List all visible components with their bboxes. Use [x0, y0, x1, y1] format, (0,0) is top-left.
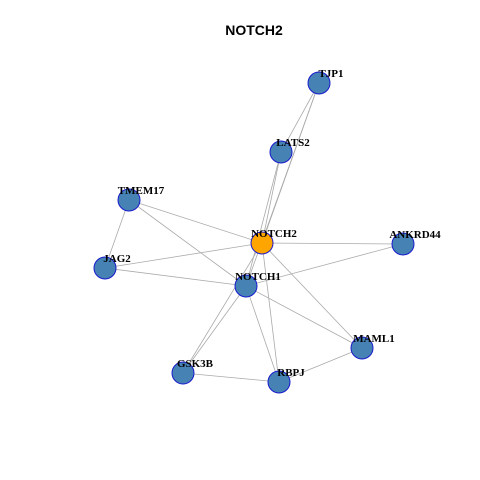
edge-jag2-notch1 [104, 267, 247, 287]
node-label-notch2: NOTCH2 [251, 228, 297, 240]
edge-notch1-ankrd44 [245, 243, 404, 287]
node-lats2[interactable] [269, 140, 293, 164]
node-ankrd44[interactable] [391, 232, 415, 256]
edge-notch2-gsk3b [182, 242, 263, 374]
edge-gsk3b-rbpj [182, 372, 280, 383]
node-tmem17[interactable] [117, 188, 141, 212]
edge-notch2-rbpj [261, 242, 280, 383]
node-rbpj[interactable] [267, 370, 291, 394]
node-label-maml1: MAML1 [353, 333, 395, 345]
node-label-tjp1: TJP1 [318, 68, 343, 80]
node-layer [93, 71, 415, 394]
edge-tmem17-jag2 [104, 199, 130, 269]
node-label-lats2: LATS2 [276, 137, 310, 149]
node-label-ankrd44: ANKRD44 [389, 229, 441, 241]
node-label-jag2: JAG2 [103, 253, 131, 265]
edge-tjp1-notch1 [245, 82, 320, 287]
edge-jag2-notch2 [104, 242, 263, 269]
edge-tmem17-notch1 [128, 199, 247, 287]
edge-tjp1-lats2 [280, 82, 320, 153]
edge-layer [104, 82, 404, 383]
node-tjp1[interactable] [307, 71, 331, 95]
edge-notch2-maml1 [261, 242, 363, 349]
node-maml1[interactable] [350, 336, 374, 360]
node-gsk3b[interactable] [171, 361, 195, 385]
edge-lats2-notch2 [261, 151, 282, 244]
node-label-rbpj: RBPJ [277, 367, 305, 379]
edge-tmem17-notch2 [128, 199, 263, 244]
diagram-title: NOTCH2 [225, 22, 283, 38]
node-label-gsk3b: GSK3B [177, 358, 214, 370]
node-jag2[interactable] [93, 256, 117, 280]
edge-notch1-gsk3b [182, 285, 247, 374]
edge-notch2-ankrd44 [261, 242, 404, 245]
edge-notch1-maml1 [245, 285, 363, 349]
edge-notch1-rbpj [245, 285, 280, 383]
node-label-notch1: NOTCH1 [235, 271, 281, 283]
node-notch2[interactable] [250, 231, 274, 255]
edge-maml1-rbpj [278, 347, 363, 383]
edge-lats2-notch1 [245, 151, 282, 287]
node-notch1[interactable] [234, 274, 258, 298]
node-label-tmem17: TMEM17 [118, 185, 165, 197]
